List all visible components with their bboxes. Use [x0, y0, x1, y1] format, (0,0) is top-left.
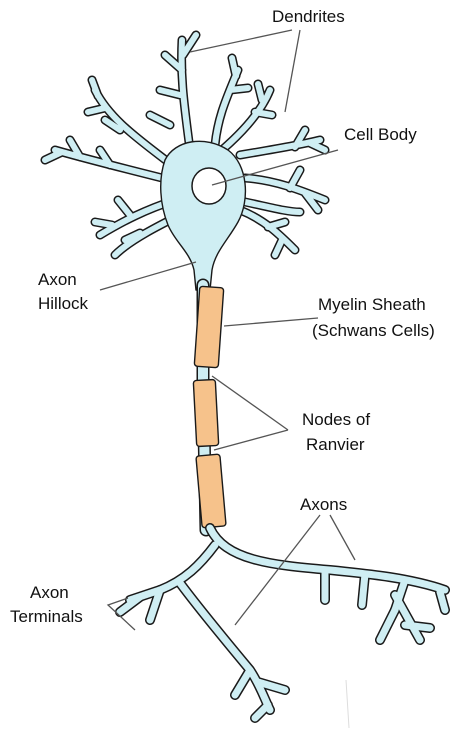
- nucleus: [192, 168, 226, 204]
- label-myelin-sheath-line1: Myelin Sheath: [318, 295, 426, 314]
- axon-branches: [120, 528, 445, 718]
- leader-axon-hillock: [100, 262, 196, 290]
- label-nodes-line1: Nodes of: [302, 410, 370, 429]
- label-axons: Axons: [300, 495, 347, 514]
- cell-body: [161, 141, 246, 290]
- label-axon-terminals-line2: Terminals: [10, 607, 83, 626]
- label-axon-terminals-line1: Axon: [30, 583, 69, 602]
- label-dendrites: Dendrites: [272, 7, 345, 26]
- leader-myelin-sheath: [224, 318, 318, 326]
- label-axon-hillock-line2: Hillock: [38, 294, 89, 313]
- scan-artifact: [346, 680, 349, 728]
- leader-axons-b: [330, 515, 355, 560]
- label-myelin-sheath-line2: (Schwans Cells): [312, 321, 435, 340]
- leader-nodes-b: [214, 430, 288, 450]
- myelin-sheath-1: [194, 286, 224, 367]
- label-nodes-line2: Ranvier: [306, 435, 365, 454]
- leader-dendrites-a: [190, 30, 292, 52]
- leader-dendrites-b: [285, 30, 300, 112]
- leader-nodes-a: [212, 376, 288, 430]
- myelin-sheath-2: [193, 379, 218, 446]
- label-cell-body: Cell Body: [344, 125, 417, 144]
- label-axon-hillock-line1: Axon: [38, 270, 77, 289]
